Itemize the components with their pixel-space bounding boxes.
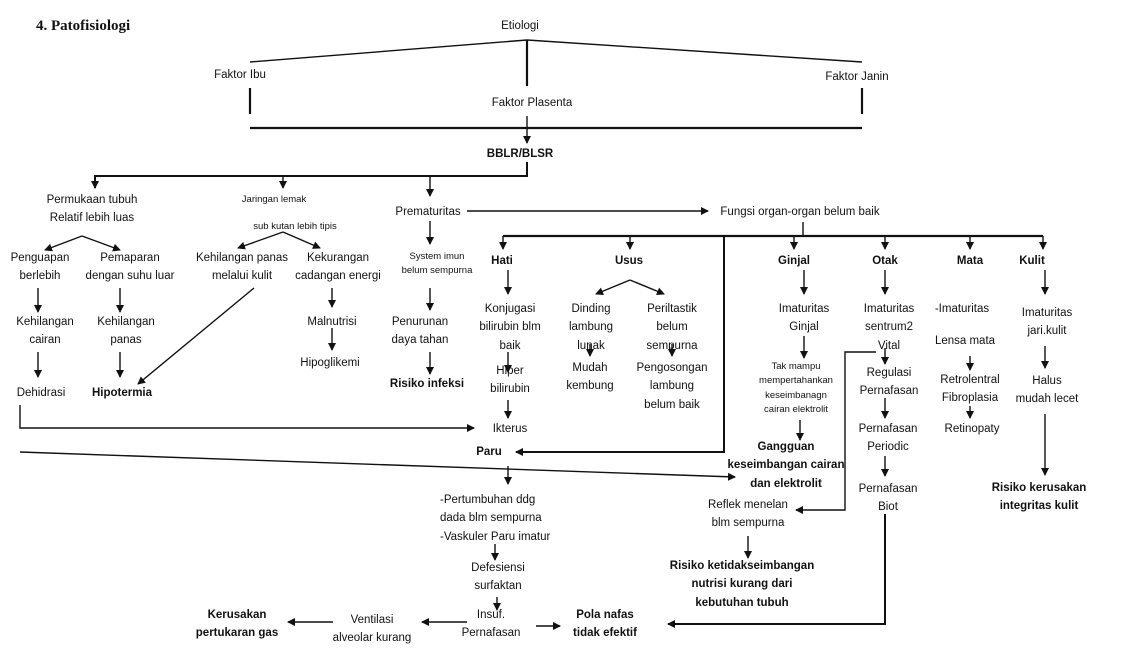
retinopaty-node: Retinopaty	[944, 423, 1000, 435]
imaturitas-mata-node: -Imaturitas	[934, 303, 990, 315]
faktor-ibu-node: Faktor Ibu	[214, 69, 266, 81]
risiko-infeksi-node: Risiko infeksi	[389, 378, 465, 390]
jaringan-lemak-node: Jaringan lemak	[241, 194, 307, 205]
hati-node: Hati	[491, 255, 513, 267]
sub-kutan-node: sub kutan lebih tipis	[253, 221, 337, 232]
prematuritas-node: Prematuritas	[395, 206, 461, 218]
lensa-mata-node: Lensa mata	[934, 335, 996, 347]
faktor-janin-node: Faktor Janin	[825, 71, 889, 83]
fungsi-organ-node: Fungsi organ-organ belum baik	[720, 206, 880, 218]
hipotermia-node: Hipotermia	[91, 387, 153, 399]
bblr-node: BBLR/BLSR	[486, 148, 554, 160]
kulit-node: Kulit	[1019, 255, 1045, 267]
faktor-plasenta-node: Faktor Plasenta	[491, 97, 573, 109]
otak-node: Otak	[872, 255, 898, 267]
hipoglikemi-node: Hipoglikemi	[300, 357, 360, 369]
etiologi-node: Etiologi	[501, 20, 539, 32]
ginjal-node: Ginjal	[778, 255, 810, 267]
malnutrisi-node: Malnutrisi	[307, 316, 357, 328]
usus-node: Usus	[614, 255, 644, 267]
paru-node: Paru	[476, 446, 502, 458]
mata-node: Mata	[956, 255, 984, 267]
page-title: 4. Patofisiologi	[36, 18, 131, 34]
dehidrasi-node: Dehidrasi	[16, 387, 66, 399]
ikterus-node: Ikterus	[492, 423, 528, 435]
insuf-node: Insuf.Pernafasan	[461, 609, 521, 640]
